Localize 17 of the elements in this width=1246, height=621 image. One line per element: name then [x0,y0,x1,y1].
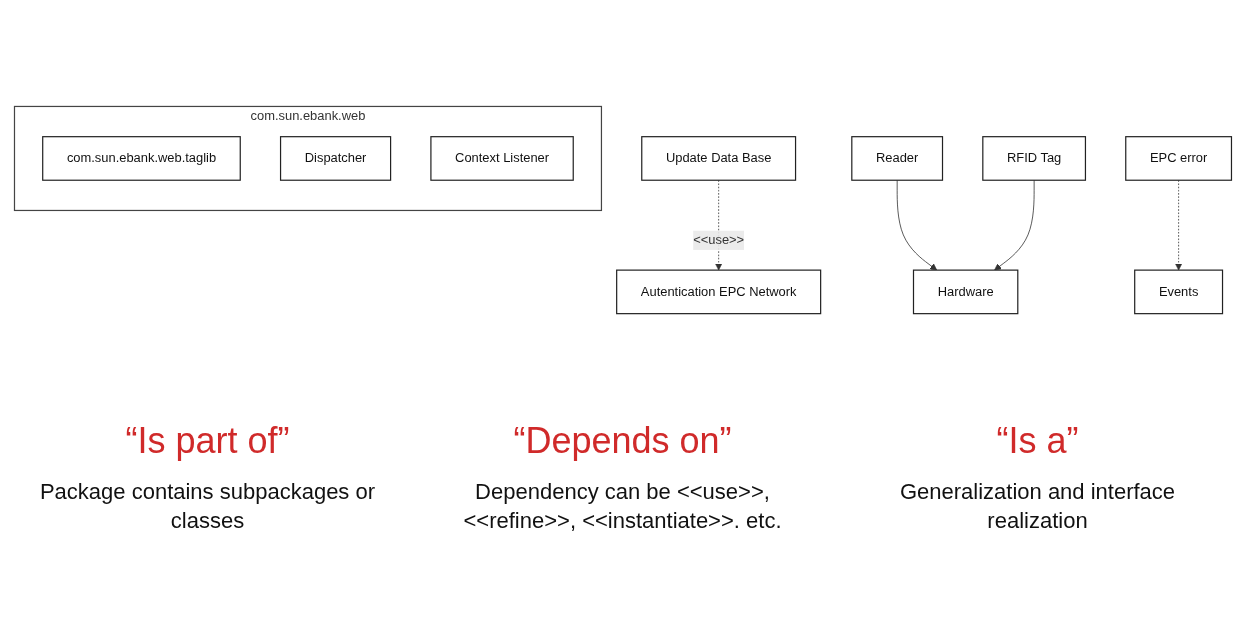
node-box: RFID Tag [982,136,1087,181]
heading-text: “Is a” [995,420,1080,462]
node-box: Update Data Base [641,136,797,181]
description-text: Dependency can be <<use>>, <<refine>>, <<instantiate>>. etc. [462,478,783,535]
node-box: Hardware [912,269,1019,315]
node-box: Autentication EPC Network [616,269,822,315]
description-text: Package contains subpackages or classes [38,478,377,535]
heading-text: “Depends on” [512,420,733,462]
edge-label: <<use>> [693,232,745,247]
node-box: Events [1134,269,1224,315]
node-box: EPC error [1125,136,1233,181]
heading-text: “Is part of” [124,420,291,462]
node-box: Reader [851,136,944,181]
node-box: Dispatcher [279,136,392,181]
node-box: Context Listener [430,136,574,181]
node-box: com.sun.ebank.web.taglib [42,136,241,181]
description-text: Generalization and interface realization [898,478,1177,535]
